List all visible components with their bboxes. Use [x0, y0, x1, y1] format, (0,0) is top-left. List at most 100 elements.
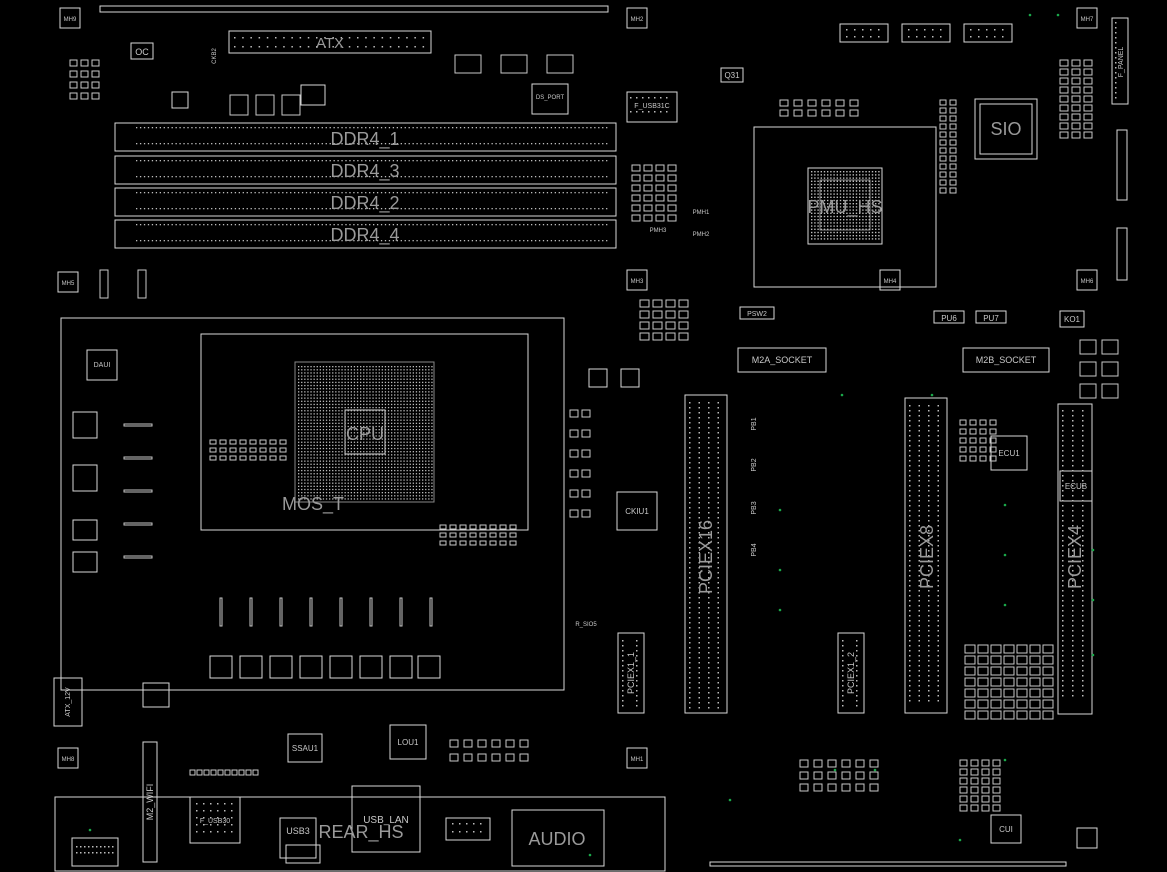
ddr4-pin — [250, 127, 252, 129]
smd-pad — [1003, 677, 1015, 687]
ddr4-pin — [373, 192, 375, 194]
smd-pad — [1029, 655, 1041, 665]
ddr4-pin — [412, 176, 414, 178]
cpu-socket-pin — [431, 469, 433, 472]
pch-ball — [862, 209, 864, 211]
pch-ball — [875, 174, 877, 176]
cpu-socket-pin — [378, 394, 380, 396]
pch-ball — [875, 206, 877, 208]
pch-ball — [849, 238, 851, 240]
cpu-socket-pin — [310, 416, 312, 418]
pch-ball — [830, 238, 832, 240]
ddr4-pin — [376, 143, 379, 145]
ddr4-pin — [309, 192, 312, 194]
pch-ball — [830, 209, 832, 211]
cpu-socket-pin — [406, 403, 408, 406]
ddr4-pin — [570, 208, 572, 210]
cpu-socket-pin — [319, 447, 321, 450]
ddr4-pin — [598, 192, 600, 194]
cpu-socket-pin — [384, 372, 387, 374]
smd-pad — [964, 677, 976, 687]
cpu-socket-pin — [415, 466, 418, 469]
pciex8-pin — [937, 440, 939, 442]
pch-ball — [814, 171, 816, 173]
pch-ball — [875, 228, 877, 230]
ddr4-pin — [357, 224, 359, 226]
ddr4-pin — [582, 192, 584, 194]
fan-header-pin — [994, 36, 996, 38]
cpu-socket-pin — [431, 372, 433, 374]
smd-pad — [459, 524, 467, 530]
cpu-socket-pin — [403, 441, 405, 443]
ddr4-pin — [448, 143, 450, 145]
cpu-socket-pin — [301, 451, 303, 453]
pciex8-pin — [937, 475, 939, 477]
ddr4-pin — [392, 192, 395, 194]
ddr4-pin — [566, 143, 568, 145]
cpu-socket-pin — [307, 444, 309, 447]
cpu-socket-pin — [412, 384, 414, 387]
smd-pad — [979, 446, 987, 453]
cpu-socket-pin — [378, 482, 380, 484]
pciex16-pin — [708, 432, 710, 434]
cpu-socket-pin — [403, 463, 405, 465]
pciex8-pin — [928, 700, 930, 702]
pch-ball — [817, 206, 819, 208]
ddr4-pin — [467, 160, 470, 162]
cpu-socket-pin — [307, 429, 309, 431]
cpu-socket-pin — [418, 400, 421, 402]
pch-ball — [868, 193, 870, 195]
pciex16-pin — [698, 707, 700, 709]
ddr4-pin — [250, 240, 252, 242]
cpu-socket-pin — [400, 447, 402, 450]
cpu-socket-pin — [403, 419, 405, 421]
cpu-socket-pin — [428, 391, 430, 393]
pch-ball — [865, 193, 867, 195]
ddr4-pin — [499, 127, 501, 129]
pciex8-pin — [918, 695, 920, 697]
cpu-socket-pin — [394, 400, 396, 402]
cpu-socket-pin — [310, 378, 312, 380]
pciex16-pin — [708, 572, 710, 574]
cpu-socket-pin — [391, 460, 393, 462]
pciex8-pin — [928, 540, 930, 542]
cpu-socket-pin — [397, 457, 399, 459]
ddr4-pin — [187, 208, 189, 210]
cpu-socket-pin — [350, 378, 352, 380]
cpu-socket-pin — [428, 457, 430, 459]
pciex1-1-pin — [622, 675, 624, 677]
pch-ball — [820, 180, 822, 182]
ddr4-pin — [558, 143, 560, 145]
ddr4-pin — [523, 240, 525, 242]
cpu-socket-pin — [397, 498, 399, 500]
cpu-socket-pin — [307, 369, 309, 371]
ddr4-slot-3 — [114, 155, 617, 185]
pciex8-pin — [928, 680, 930, 682]
cpu-socket-pin — [316, 438, 318, 440]
cpu-socket-pin — [304, 400, 306, 402]
ddr4-pin — [463, 224, 466, 226]
ddr4-pin — [404, 224, 406, 226]
pciex8-pin — [937, 615, 939, 617]
cpu-socket-pin — [415, 444, 418, 447]
ddr4-pin — [428, 143, 430, 145]
pciex16-pin — [708, 552, 710, 554]
cpu-socket-pin — [412, 488, 414, 491]
cpu-socket-pin — [304, 429, 306, 431]
cpu-socket-pin — [400, 482, 402, 484]
ddr4-pin — [274, 176, 276, 178]
pciex16-pin — [717, 552, 719, 554]
cpu-socket-pin — [406, 375, 408, 377]
ddr4-pin — [574, 127, 576, 129]
ddr4-pin — [305, 208, 308, 210]
pch-ball — [871, 190, 874, 192]
label-mh1: MH1 — [631, 757, 644, 763]
cpu-socket-pin — [347, 429, 349, 431]
cpu-socket-pin — [431, 492, 433, 494]
rear-io-pin — [108, 846, 110, 848]
pciex4-pin — [1072, 595, 1074, 597]
pch-ball — [811, 196, 813, 198]
pciex8-pin — [928, 670, 930, 672]
fan-header-pin — [970, 29, 972, 31]
cpu-socket-pin — [397, 447, 399, 450]
